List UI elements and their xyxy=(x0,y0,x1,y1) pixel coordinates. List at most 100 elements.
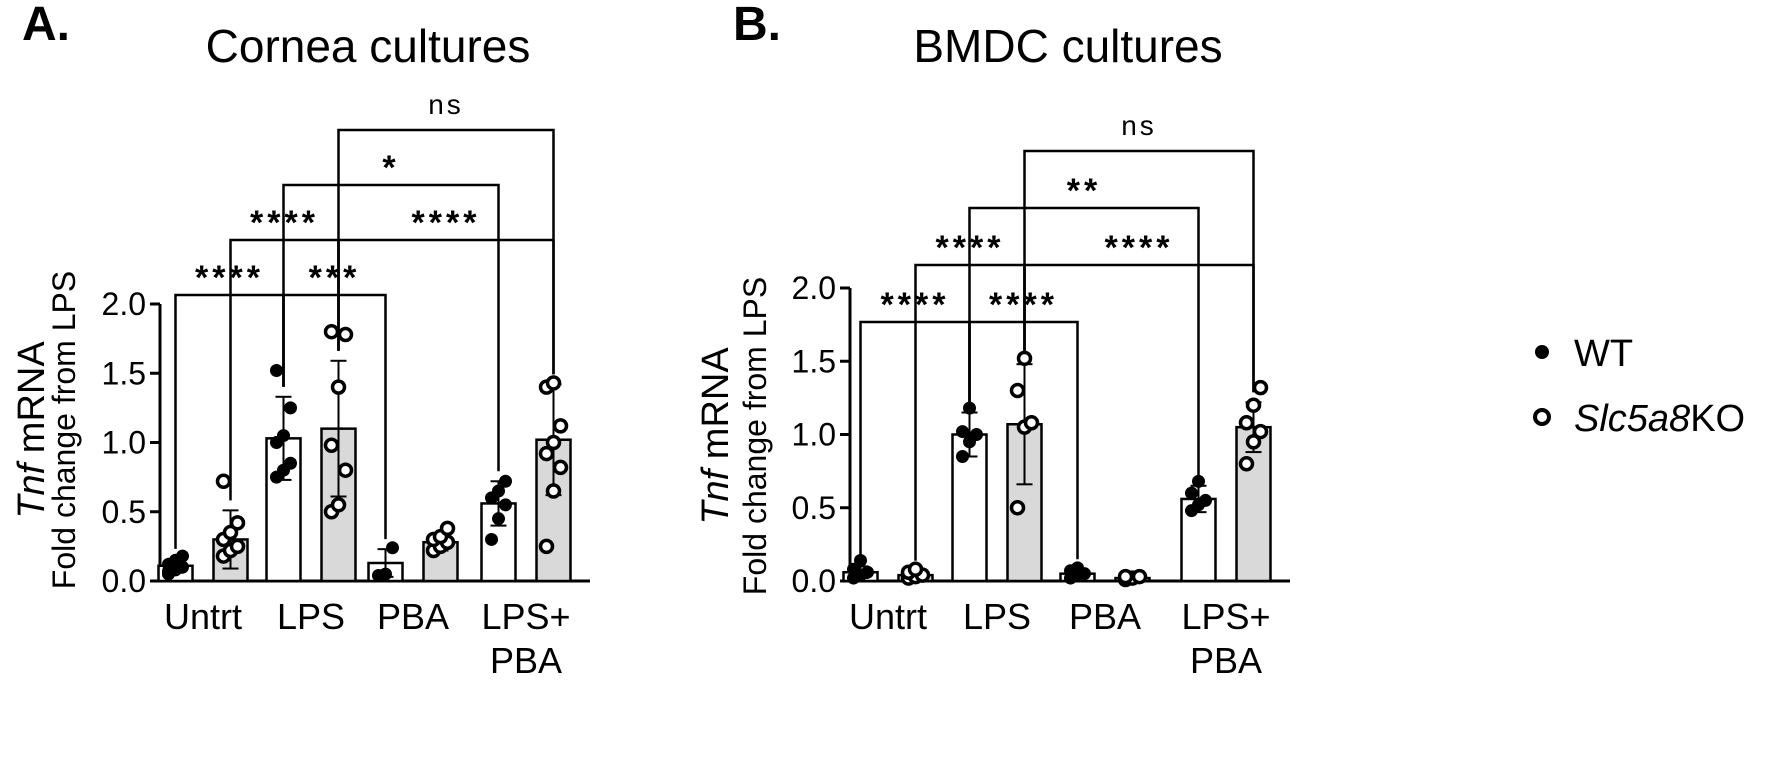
data-point-wt xyxy=(861,565,874,579)
data-point-wt xyxy=(1071,561,1084,575)
data-point-wt xyxy=(1185,486,1198,500)
data-point-ko xyxy=(222,524,239,541)
significance-label: **** xyxy=(195,259,264,297)
significance-bracket xyxy=(337,128,555,375)
data-point-ko xyxy=(1238,456,1255,472)
significance-bracket xyxy=(1023,149,1255,393)
y-tick-label: 2.0 xyxy=(792,270,836,306)
data-point-wt xyxy=(284,456,297,470)
significance-label: *** xyxy=(309,259,361,297)
data-point-ko xyxy=(215,473,232,490)
y-tick-label: 1.5 xyxy=(102,355,146,391)
legend-ko-label-normal: KO xyxy=(1690,398,1745,440)
data-point-wt xyxy=(162,564,175,578)
y-axis-label: Tnf mRNA xyxy=(695,347,737,525)
data-point-wt xyxy=(176,549,189,563)
significance-label: **** xyxy=(1105,229,1174,267)
data-point-ko xyxy=(229,538,246,555)
legend-wt-marker-icon xyxy=(1535,345,1549,359)
data-point-wt xyxy=(386,541,399,555)
data-point-ko xyxy=(1252,379,1269,396)
significance-bracket xyxy=(1023,263,1255,393)
x-category-label: PBA xyxy=(490,640,562,681)
data-point-ko xyxy=(1131,568,1148,585)
data-point-wt xyxy=(956,449,969,463)
data-point-wt xyxy=(379,567,392,581)
significance-bracket xyxy=(968,206,1200,476)
panel-label: A. xyxy=(22,0,70,51)
y-axis-label-gene: Tnf xyxy=(11,460,53,518)
data-point-wt xyxy=(284,401,297,415)
x-category-label: Untrt xyxy=(164,596,242,637)
legend-ko-marker-icon xyxy=(1533,408,1551,426)
data-point-ko xyxy=(323,323,340,340)
significance-label: **** xyxy=(989,286,1058,324)
y-tick-label: 0.0 xyxy=(792,563,836,599)
data-point-wt xyxy=(499,498,512,512)
data-point-ko xyxy=(1245,397,1262,413)
y-axis-label-unit: mRNA xyxy=(11,341,53,464)
data-point-ko xyxy=(907,561,924,578)
data-point-ko xyxy=(1238,415,1255,431)
y-tick-label: 0.0 xyxy=(102,563,146,599)
chart-title: BMDC cultures xyxy=(913,20,1222,72)
data-point-ko xyxy=(552,459,569,476)
x-category-label: LPS xyxy=(277,596,345,637)
significance-label: ** xyxy=(1067,172,1101,210)
data-point-wt xyxy=(270,363,283,377)
data-point-ko xyxy=(330,497,347,513)
significance-label: **** xyxy=(412,204,481,242)
data-point-wt xyxy=(499,474,512,488)
data-point-wt xyxy=(847,562,860,576)
data-point-ko xyxy=(1009,500,1026,516)
data-point-wt xyxy=(970,428,983,441)
data-point-wt xyxy=(1199,493,1212,507)
y-tick-label: 1.0 xyxy=(792,417,836,453)
legend-ko-label: Slc5a8KO xyxy=(1574,398,1745,440)
y-axis-label-gene: Tnf xyxy=(695,466,737,524)
x-category-label: Untrt xyxy=(849,596,927,637)
x-category-label: LPS+ xyxy=(481,596,570,637)
significance-bracket xyxy=(282,183,500,472)
data-point-wt xyxy=(963,401,976,415)
legend-ko-label-italic: Slc5a8 xyxy=(1574,398,1690,440)
legend-wt-label: WT xyxy=(1574,333,1633,375)
data-point-ko xyxy=(337,462,354,478)
panel-label: B. xyxy=(733,0,781,51)
data-point-wt xyxy=(492,512,505,526)
data-point-ko xyxy=(323,437,340,454)
data-point-ko xyxy=(229,515,246,531)
y-axis-label-unit: mRNA xyxy=(695,347,737,470)
data-point-wt xyxy=(1192,474,1205,488)
data-point-ko xyxy=(545,375,562,391)
data-point-wt xyxy=(485,532,498,546)
significance-label: ns xyxy=(428,89,464,120)
y-tick-label: 1.5 xyxy=(792,343,836,379)
significance-label: **** xyxy=(881,286,950,324)
significance-bracket xyxy=(337,238,555,375)
data-point-wt xyxy=(492,484,505,498)
data-point-ko xyxy=(552,418,569,434)
data-point-ko xyxy=(1009,382,1026,399)
data-point-ko xyxy=(330,379,347,395)
data-point-ko xyxy=(1252,423,1269,440)
data-point-ko xyxy=(538,445,555,462)
y-tick-label: 0.5 xyxy=(102,494,146,530)
data-point-ko xyxy=(1023,415,1040,431)
data-point-ko xyxy=(538,538,555,555)
y-axis-label: Tnf mRNA xyxy=(11,341,53,519)
data-point-ko xyxy=(545,434,562,451)
data-point-wt xyxy=(277,429,290,443)
y-axis-label-secondary: Fold change from LPS xyxy=(737,277,773,595)
x-category-label: LPS xyxy=(963,596,1031,637)
significance-label: * xyxy=(382,149,399,187)
x-category-label: LPS+ xyxy=(1181,596,1270,637)
data-point-wt xyxy=(956,425,969,439)
x-category-label: PBA xyxy=(1190,640,1262,681)
y-tick-label: 2.0 xyxy=(102,286,146,322)
y-axis-label-secondary: Fold change from LPS xyxy=(46,271,82,589)
significance-label: **** xyxy=(936,229,1005,267)
